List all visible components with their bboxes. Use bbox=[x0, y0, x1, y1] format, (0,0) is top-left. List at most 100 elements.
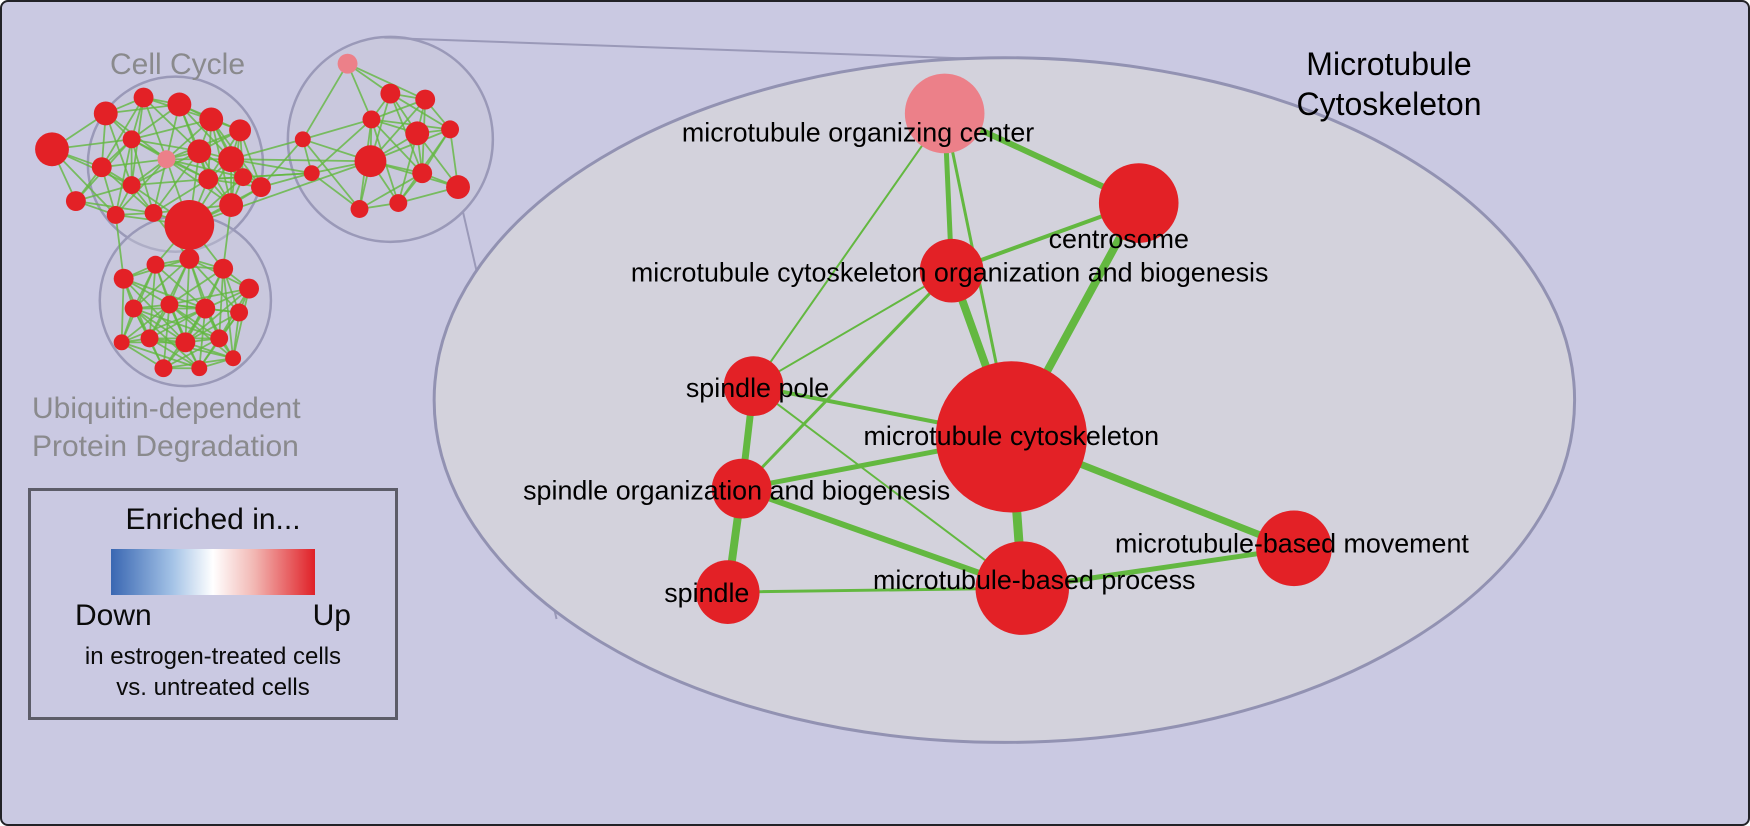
mini-edge bbox=[149, 337, 200, 369]
mini-edge bbox=[389, 92, 451, 131]
mini-node bbox=[251, 177, 271, 198]
mini-edge bbox=[121, 307, 206, 344]
mini-node bbox=[389, 194, 408, 212]
mini-node bbox=[167, 92, 192, 117]
mini-edge bbox=[133, 307, 186, 344]
mini-node bbox=[35, 132, 69, 167]
mini-node bbox=[441, 120, 460, 139]
mini-node bbox=[65, 191, 86, 211]
mini-edge bbox=[114, 139, 133, 216]
node-label-mcob: microtubule cytoskeleton organization an… bbox=[631, 258, 1269, 288]
mini-node bbox=[160, 295, 179, 314]
mini-edge bbox=[169, 287, 250, 306]
mini-edge bbox=[162, 304, 171, 369]
node-label-sob: spindle organization and biogenesis bbox=[523, 476, 950, 506]
mini-edge bbox=[359, 172, 423, 210]
mini-node bbox=[405, 121, 430, 146]
zoom-network-nodes bbox=[695, 73, 1332, 635]
legend-footnote: in estrogen-treated cells vs. untreated … bbox=[31, 641, 395, 703]
mini-node bbox=[113, 334, 130, 351]
mini-edge bbox=[100, 97, 145, 168]
mini-node bbox=[213, 258, 234, 279]
edge-mcob-sob bbox=[740, 269, 954, 491]
mini-edge bbox=[311, 118, 373, 174]
ubiquitin-label-line1: Ubiquitin-dependent bbox=[32, 392, 301, 425]
mini-node bbox=[93, 101, 118, 126]
mini-node bbox=[380, 83, 401, 104]
mini-edge bbox=[104, 113, 133, 186]
node-label-sp: spindle pole bbox=[686, 373, 829, 403]
mini-node bbox=[218, 146, 245, 173]
mini-node bbox=[350, 200, 369, 218]
mini-node bbox=[234, 168, 253, 187]
mini-edge bbox=[123, 278, 186, 343]
mini-edge bbox=[142, 96, 200, 152]
edge-sp-mbp bbox=[752, 385, 1024, 590]
mini-edge bbox=[184, 287, 250, 344]
mini-edge bbox=[123, 277, 206, 310]
mini-node bbox=[179, 248, 200, 269]
mini-node bbox=[122, 176, 141, 195]
node-label-spn: spindle bbox=[664, 578, 749, 608]
legend-gradient-bar bbox=[111, 549, 315, 595]
legend-title: Enriched in... bbox=[125, 503, 301, 536]
mini-node bbox=[294, 131, 311, 148]
mini-network-nodes bbox=[35, 53, 470, 378]
mini-node bbox=[303, 165, 320, 182]
microtubule-title-line2: Cytoskeleton bbox=[1296, 86, 1482, 122]
node-mbp bbox=[975, 541, 1070, 635]
legend-down-label: Down bbox=[75, 599, 152, 632]
mini-node bbox=[175, 332, 196, 353]
node-sob bbox=[711, 458, 772, 519]
mini-node bbox=[210, 329, 229, 348]
mini-edge bbox=[218, 268, 225, 339]
mini-edge bbox=[131, 178, 209, 187]
mini-node bbox=[362, 110, 381, 129]
mini-node bbox=[144, 204, 163, 222]
mini-edge bbox=[149, 307, 206, 340]
mini-node bbox=[164, 200, 215, 250]
mini-node bbox=[140, 329, 159, 348]
mini-edge bbox=[302, 63, 349, 140]
mini-node bbox=[113, 268, 134, 289]
legend-up-label: Up bbox=[312, 599, 351, 632]
mini-node bbox=[337, 53, 358, 74]
edge-moc-sp bbox=[752, 112, 946, 388]
mini-node bbox=[219, 193, 244, 217]
mini-edge bbox=[114, 214, 125, 279]
mini-edge bbox=[184, 311, 240, 344]
node-sp bbox=[723, 356, 784, 416]
node-label-mbm: microtubule-based movement bbox=[1115, 528, 1469, 558]
mini-edge bbox=[153, 178, 209, 214]
mini-edge bbox=[346, 63, 373, 120]
mini-edge bbox=[133, 258, 190, 310]
node-label-cen: centrosome bbox=[1049, 224, 1189, 254]
mini-edge bbox=[208, 172, 312, 181]
node-moc bbox=[904, 73, 985, 154]
edge-spn-mbp bbox=[726, 586, 1024, 594]
mini-edge bbox=[168, 303, 220, 340]
node-mbm bbox=[1256, 510, 1332, 587]
cell-cycle-cluster-label: Cell Cycle bbox=[110, 48, 246, 81]
mini-node bbox=[122, 130, 141, 149]
mini-node bbox=[157, 150, 176, 169]
mini-node bbox=[106, 206, 125, 224]
mini-edge bbox=[120, 278, 125, 343]
mini-edge bbox=[302, 118, 372, 141]
node-label-moc: microtubule organizing center bbox=[682, 117, 1034, 147]
node-cen bbox=[1098, 163, 1179, 243]
mini-edge bbox=[189, 160, 371, 226]
node-mcob bbox=[919, 238, 984, 303]
mini-node bbox=[239, 278, 259, 299]
mini-edge bbox=[121, 341, 200, 370]
ubiquitin-cluster-label: Ubiquitin-dependent Protein Degradation bbox=[32, 390, 301, 466]
mini-node bbox=[187, 139, 212, 164]
microtubule-title-line1: Microtubule bbox=[1306, 46, 1472, 82]
mini-edge bbox=[101, 158, 167, 169]
mini-edge bbox=[163, 337, 220, 370]
mini-node bbox=[230, 303, 249, 322]
mini-edge bbox=[168, 303, 234, 359]
mini-edge bbox=[131, 118, 212, 141]
mini-edge bbox=[154, 264, 206, 310]
